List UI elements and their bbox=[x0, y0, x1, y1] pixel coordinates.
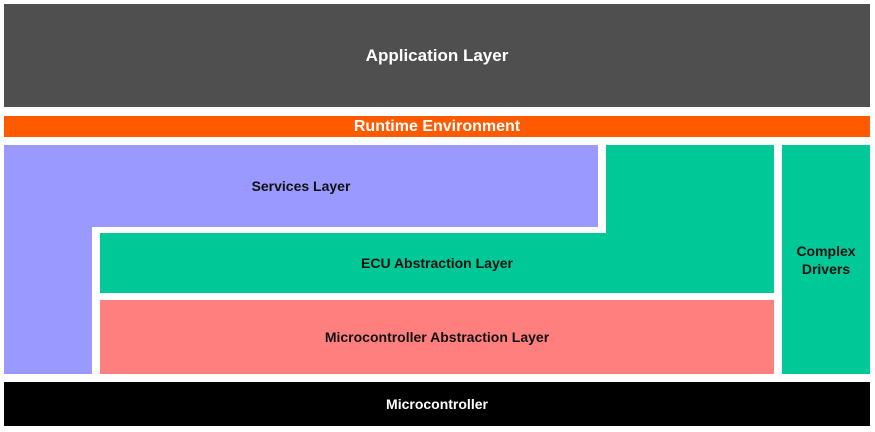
mcal-label: Microcontroller Abstraction Layer bbox=[324, 329, 550, 345]
complex-drivers-label: Complex Drivers bbox=[796, 242, 856, 277]
microcontroller-abstraction-layer: Microcontroller Abstraction Layer bbox=[100, 300, 774, 374]
services-layer-label: Services Layer bbox=[251, 178, 351, 194]
ecu-abstraction-layer: ECU Abstraction Layer bbox=[100, 233, 774, 293]
application-layer-label: Application Layer bbox=[365, 45, 509, 65]
runtime-environment-layer: Runtime Environment bbox=[4, 116, 870, 137]
runtime-environment-label: Runtime Environment bbox=[353, 117, 521, 135]
microcontroller-label: Microcontroller bbox=[386, 396, 488, 412]
services-layer: Services Layer bbox=[4, 145, 598, 227]
microcontroller-layer: Microcontroller bbox=[4, 382, 870, 426]
complex-drivers-layer: Complex Drivers bbox=[782, 145, 870, 374]
ecu-abstraction-label: ECU Abstraction Layer bbox=[361, 255, 513, 271]
application-layer: Application Layer bbox=[4, 4, 870, 107]
